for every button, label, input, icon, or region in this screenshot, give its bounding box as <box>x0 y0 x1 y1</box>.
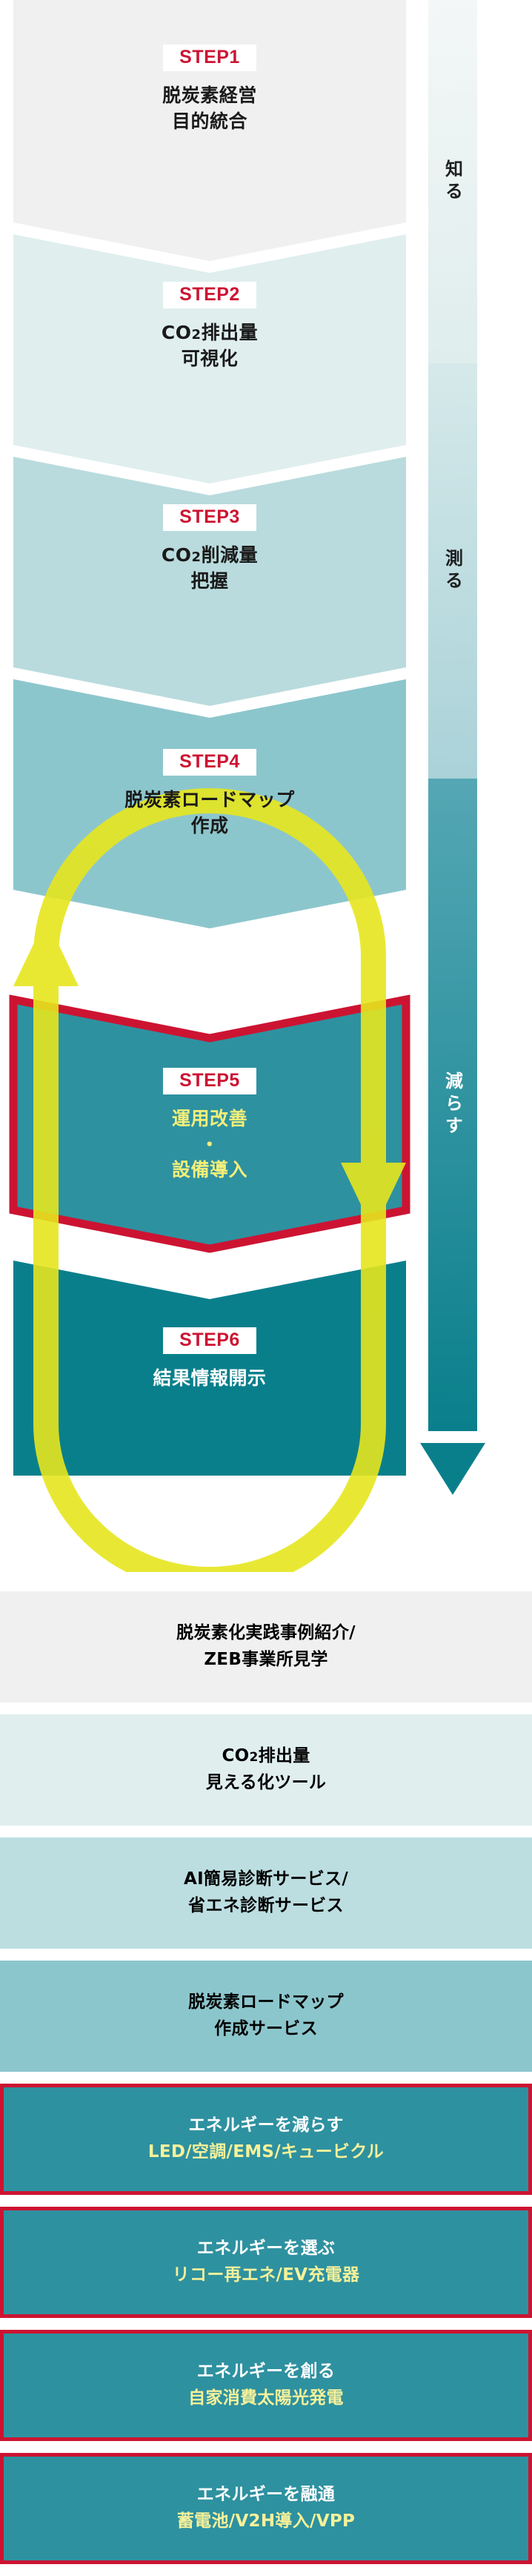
service-box-2[interactable]: CO2排出量 見える化ツール <box>0 1714 532 1826</box>
service-box-4[interactable]: 脱炭素ロードマップ 作成サービス <box>0 1961 532 2072</box>
step-badge-1: STEP1 <box>163 44 256 71</box>
service-box-4-line2: 作成サービス <box>214 2019 318 2038</box>
step-text-3-line2: 把握 <box>190 569 229 592</box>
step-text-6-line1: 結果情報開示 <box>153 1367 267 1389</box>
service-box-2-line2: 見える化ツール <box>205 1773 327 1792</box>
step-text-1: 脱炭素経営 目的統合 <box>162 83 257 134</box>
service-box-3-line1: AI簡易診断サービス/ <box>183 1869 349 1889</box>
step-text-4-line1: 脱炭素ロードマップ <box>124 789 295 810</box>
service-box-7-line1: エネルギーを創る <box>196 2362 336 2382</box>
pdca-loop-arrow <box>13 788 406 1572</box>
phase-band-know: 知る <box>428 0 477 363</box>
step-text-3: CO2削減量 把握 <box>162 543 258 594</box>
chevron-band-3 <box>13 457 406 706</box>
service-box-8-line2: 蓄電池/V2H導入/VPP <box>176 2511 356 2531</box>
step-item-4[interactable]: STEP4 脱炭素ロードマップ 作成 <box>13 749 406 839</box>
service-box-5-line2: LED/空調/EMS/キュービクル <box>147 2142 385 2161</box>
phase-label-reduce: 減らす <box>442 1071 463 1138</box>
chevron-band-5-border <box>9 994 410 1253</box>
service-offering-list: 脱炭素化実践事例紹介/ ZEB事業所見学 CO2排出量 見える化ツール AI簡易… <box>0 1591 532 2576</box>
service-box-1-line1: 脱炭素化実践事例紹介/ <box>176 1623 356 1643</box>
step-item-3[interactable]: STEP3 CO2削減量 把握 <box>13 504 406 594</box>
step-text-5: 運用改善 ・ 設備導入 <box>172 1106 247 1183</box>
phase-arrow-down-icon <box>420 1443 485 1495</box>
step-text-4: 脱炭素ロードマップ 作成 <box>124 787 295 839</box>
step-text-6: 結果情報開示 <box>153 1366 266 1392</box>
step-item-6[interactable]: STEP6 結果情報開示 <box>13 1327 406 1392</box>
step-item-5[interactable]: STEP5 運用改善 ・ 設備導入 <box>13 1068 406 1183</box>
decarbonization-step-diagram: STEP1 脱炭素経営 目的統合 STEP2 CO2排出量 可視化 STEP3 … <box>9 0 485 1572</box>
service-box-1[interactable]: 脱炭素化実践事例紹介/ ZEB事業所見学 <box>0 1591 532 1703</box>
phase-label-column: 知る 測る 減らす <box>420 0 485 1528</box>
service-box-6[interactable]: エネルギーを選ぶ リコー再エネ/EV充電器 <box>0 2207 532 2318</box>
service-box-5-line1: エネルギーを減らす <box>188 2116 344 2136</box>
step-item-1[interactable]: STEP1 脱炭素経営 目的統合 <box>13 44 406 134</box>
step-text-5-line3: 設備導入 <box>171 1159 247 1180</box>
chevron-band-shapes <box>9 0 410 1572</box>
step-text-1-line2: 目的統合 <box>171 110 247 132</box>
chevron-step-list: STEP1 脱炭素経営 目的統合 STEP2 CO2排出量 可視化 STEP3 … <box>13 0 406 1483</box>
step-text-5-line2: ・ <box>200 1133 219 1155</box>
step-badge-5: STEP5 <box>163 1068 256 1094</box>
service-box-6-line1: エネルギーを選ぶ <box>196 2239 336 2259</box>
chevron-band-5 <box>13 1000 406 1249</box>
step-item-2[interactable]: STEP2 CO2排出量 可視化 <box>13 282 406 371</box>
step-badge-6: STEP6 <box>163 1327 256 1354</box>
phase-label-know: 知る <box>442 159 463 204</box>
chevron-band-6 <box>13 1261 406 1476</box>
step-text-1-line1: 脱炭素経営 <box>162 85 257 106</box>
phase-label-measure: 測る <box>442 549 463 593</box>
service-box-2-line1: CO2排出量 <box>222 1746 310 1766</box>
step-badge-4: STEP4 <box>163 749 256 776</box>
step-text-2-line1: CO2排出量 <box>161 322 259 343</box>
step-text-2: CO2排出量 可視化 <box>162 320 258 371</box>
service-box-1-line2: ZEB事業所見学 <box>204 1650 328 1669</box>
phase-band-measure: 測る <box>428 363 477 779</box>
step-badge-2: STEP2 <box>163 282 256 308</box>
step-text-3-line1: CO2削減量 <box>161 544 259 566</box>
chevron-band-1 <box>13 0 406 261</box>
service-box-8[interactable]: エネルギーを融通 蓄電池/V2H導入/VPP <box>0 2453 532 2564</box>
service-box-3-line2: 省エネ診断サービス <box>188 1896 344 1915</box>
chevron-band-2 <box>13 234 406 483</box>
service-box-7-line2: 自家消費太陽光発電 <box>188 2388 344 2408</box>
service-box-6-line2: リコー再エネ/EV充電器 <box>172 2265 360 2285</box>
step-text-2-line2: 可視化 <box>181 347 239 369</box>
service-box-8-line1: エネルギーを融通 <box>196 2485 336 2505</box>
step-text-4-line2: 作成 <box>190 814 229 836</box>
step-text-5-line1: 運用改善 <box>171 1108 247 1129</box>
service-box-7[interactable]: エネルギーを創る 自家消費太陽光発電 <box>0 2330 532 2441</box>
service-box-4-line1: 脱炭素ロードマップ <box>188 1992 344 2012</box>
phase-band-reduce: 減らす <box>428 779 477 1431</box>
service-box-5[interactable]: エネルギーを減らす LED/空調/EMS/キュービクル <box>0 2084 532 2195</box>
step-badge-3: STEP3 <box>163 504 256 531</box>
service-box-3[interactable]: AI簡易診断サービス/ 省エネ診断サービス <box>0 1837 532 1949</box>
